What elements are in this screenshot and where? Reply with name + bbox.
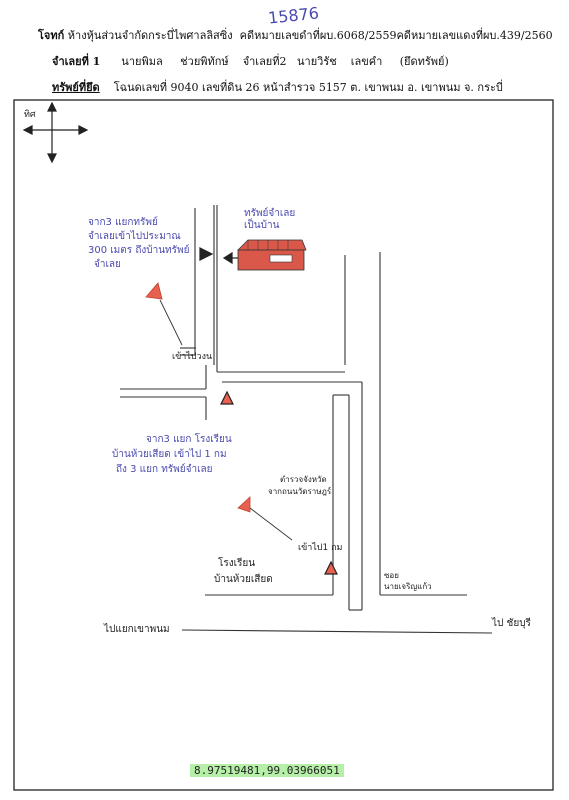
defendant-label: จำเลยที่ 1 [52, 55, 101, 68]
property-description: โฉนดเลขที่ 9040 เลขที่ดิน 26 หน้าสำรวจ 5… [113, 81, 503, 94]
defendant2-surname: เลขคำ [350, 55, 383, 68]
black-case-number: คดีหมายเลขดำที่ผบ.6068/2559 [239, 29, 397, 42]
road-label-1: เข้าไปวงน [172, 352, 213, 362]
direction-arrows [199, 247, 338, 575]
arrow-up-icon-2 [324, 560, 338, 575]
side-label-line: จากถนนวัดราษฎร์ [268, 487, 332, 496]
property-map-label: ทรัพย์จำเลย เป็นบ้าน [244, 208, 295, 232]
assistant-role: ช่วยพิทักษ์ [180, 55, 229, 68]
main-road-right-label: ไป ชัยบุรี [492, 618, 531, 629]
arrow-up-icon [220, 390, 234, 405]
red-case-number: คดีหมายเลขแดงที่ผบ.439/2560 [396, 29, 553, 42]
note-2: จาก3 แยก โรงเรียน บ้านห้วยเสียด เข้าไป 1… [112, 432, 232, 477]
case-header-line: โจทก์ ห้างหุ้นส่วนจำกัดกระบี่ไพศาลลิสซิ่… [38, 26, 553, 44]
defendant2-label: จำเลยที่2 [242, 55, 287, 68]
case-label: โจทก์ [38, 29, 65, 42]
note-1-line: จำเลยเข้าไปประมาณ [88, 231, 181, 242]
roads [120, 205, 493, 634]
note-1-line: จาก3 แยกทรัพย์ [88, 217, 158, 228]
defendant-name: นายพิมล [121, 55, 163, 68]
map-frame [13, 99, 554, 791]
main-road-left-label: ไปแยกเขาพนม [104, 624, 170, 635]
compass-label: ทิศ [24, 110, 36, 120]
property-label: ทรัพย์ที่ยึด [52, 81, 100, 94]
gps-coordinates: 8.97519481,99.03966051 [190, 759, 344, 778]
note-1-line: จำเลย [94, 259, 121, 270]
note-1: จาก3 แยกทรัพย์ จำเลยเข้าไปประมาณ 300 เมต… [88, 216, 189, 272]
defendant-note: (ยึดทรัพย์) [399, 55, 449, 68]
defendant-line: จำเลยที่ 1 นายพิมล ช่วยพิทักษ์ จำเลยที่2… [52, 52, 449, 70]
property-line: ทรัพย์ที่ยึด โฉนดเลขที่ 9040 เลขที่ดิน 2… [52, 78, 503, 96]
defendant2-name: นายวิรัช [297, 55, 337, 68]
school-label-line: บ้านห้วยเสียด [214, 574, 273, 585]
soi-label: ซอย นายเจริญแก้ว [384, 570, 432, 592]
note-1-line: 300 เมตร ถึงบ้านทรัพย์ [88, 245, 190, 256]
side-label: ตำรวจจังหวัด จากถนนวัดราษฎร์ [268, 474, 331, 498]
note-2-line: บ้านห้วยเสียด เข้าไป 1 กม [112, 449, 227, 460]
arrow-right-icon [199, 247, 214, 261]
note-2-line: ถึง 3 แยก ทรัพย์จำเลย [116, 464, 213, 475]
plaintiff-name: ห้างหุ้นส่วนจำกัดกระบี่ไพศาลลิสซิ่ง [67, 29, 233, 42]
note-pointers [145, 282, 293, 541]
property-map-label-line: ทรัพย์จำเลย [244, 208, 296, 219]
house-icon [237, 239, 307, 271]
side-label-line: ตำรวจจังหวัด [280, 475, 327, 484]
school-label-line: โรงเรียน [218, 558, 256, 569]
soi-label-line: นายเจริญแก้ว [384, 582, 432, 591]
property-map-label-line: เป็นบ้าน [244, 220, 280, 231]
gps-coordinates-text: 8.97519481,99.03966051 [190, 764, 344, 777]
road-label-2: เข้าไป1 กม [298, 543, 343, 553]
arrow-left-icon [222, 251, 233, 265]
note-2-line: จาก3 แยก โรงเรียน [146, 434, 232, 445]
compass-icon [22, 101, 89, 164]
soi-label-line: ซอย [384, 571, 399, 580]
school-label: โรงเรียน บ้านห้วยเสียด [214, 556, 273, 588]
